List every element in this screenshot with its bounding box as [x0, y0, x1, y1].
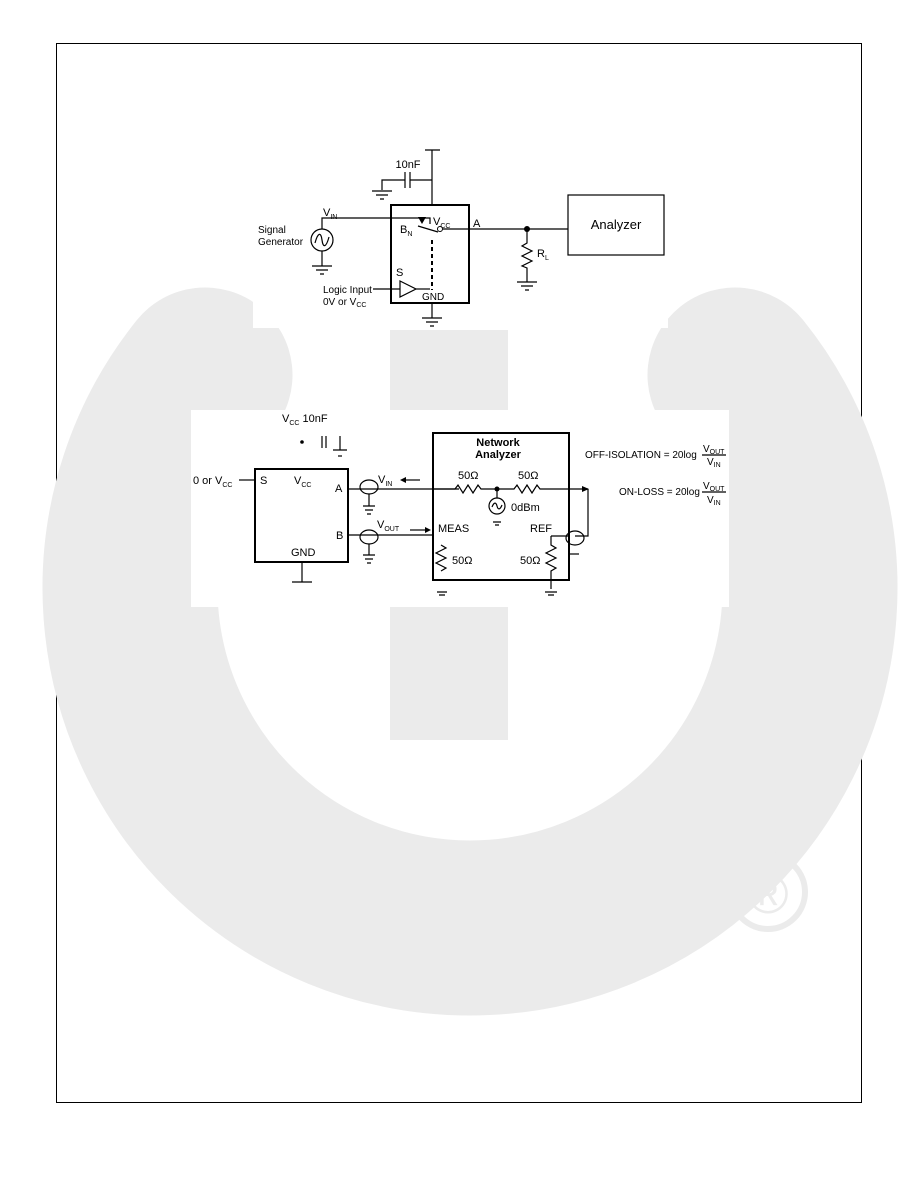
capacitor-icon [321, 436, 327, 448]
off-isolation-denominator: VIN [707, 457, 721, 469]
switch-contact-icon [437, 226, 443, 232]
source-icon [488, 497, 506, 515]
coax-connector-icon [565, 530, 585, 546]
meas-label: MEAS [438, 523, 469, 535]
chip-gnd-label: GND [291, 547, 316, 559]
bn-label: BN [400, 224, 412, 238]
pin-s-label: S [260, 475, 267, 487]
network-analyzer-box [432, 432, 570, 581]
ground-symbol [372, 190, 392, 200]
signal-generator-label-2: Generator [258, 237, 304, 248]
vin-label: VIN [323, 207, 337, 221]
off-isolation-numerator: VOUT [703, 444, 725, 456]
registered-mark: ® [747, 862, 788, 925]
switch-chip [390, 204, 470, 304]
pin-a-label: A [473, 218, 481, 230]
vcc-node-dot [300, 440, 304, 444]
rl-label: RL [537, 248, 549, 262]
input-label: 0 or VCC [193, 475, 232, 489]
resistor-2-label: 50Ω [518, 470, 538, 482]
ref-resistor-icon [544, 536, 558, 589]
off-isolation-formula: OFF-ISOLATION = 20log [585, 450, 697, 461]
on-loss-formula: ON-LOSS = 20log [619, 487, 700, 498]
network-analyzer-label-1: Network [476, 437, 520, 449]
on-loss-numerator: VOUT [703, 481, 725, 493]
resistor-1-label: 50Ω [458, 470, 478, 482]
vin-label: VIN [378, 474, 392, 488]
logic-input-label-2: 0V or VCC [323, 297, 366, 309]
source-label: 0dBm [511, 502, 540, 514]
pin-a-label: A [335, 483, 343, 495]
vout-label: VOUT [377, 519, 400, 533]
figure-1-test-circuit: 10nF VIN Signal Generator VCC BN A S GND… [253, 145, 668, 328]
network-analyzer-label-2: Analyzer [475, 449, 522, 461]
ground-symbol [312, 251, 332, 275]
capacitor-label: 10nF [395, 159, 420, 171]
on-loss-denominator: VIN [707, 495, 721, 507]
pin-b-label: B [336, 530, 343, 542]
pin-s-label: S [396, 267, 403, 279]
registered-mark-ring [728, 852, 808, 932]
resistor-3-label: 50Ω [452, 555, 472, 567]
chip-gnd-label: GND [422, 292, 444, 303]
ground-symbol [422, 303, 442, 327]
analyzer-box [567, 194, 665, 256]
vcc-arrow-icon [418, 217, 426, 224]
resistor-4-label: 50Ω [520, 555, 540, 567]
chip-vcc-label: VCC [294, 475, 311, 489]
ref-label: REF [530, 523, 552, 535]
analyzer-label: Analyzer [591, 217, 642, 232]
chip-vcc-label: VCC [433, 216, 450, 230]
buffer-icon [399, 280, 418, 298]
logic-input-label-1: Logic Input [323, 285, 372, 296]
meas-resistor-icon [434, 544, 448, 572]
load-resistor-icon [520, 229, 534, 282]
signal-generator-label-1: Signal [258, 225, 286, 236]
ground-symbol [517, 281, 537, 291]
